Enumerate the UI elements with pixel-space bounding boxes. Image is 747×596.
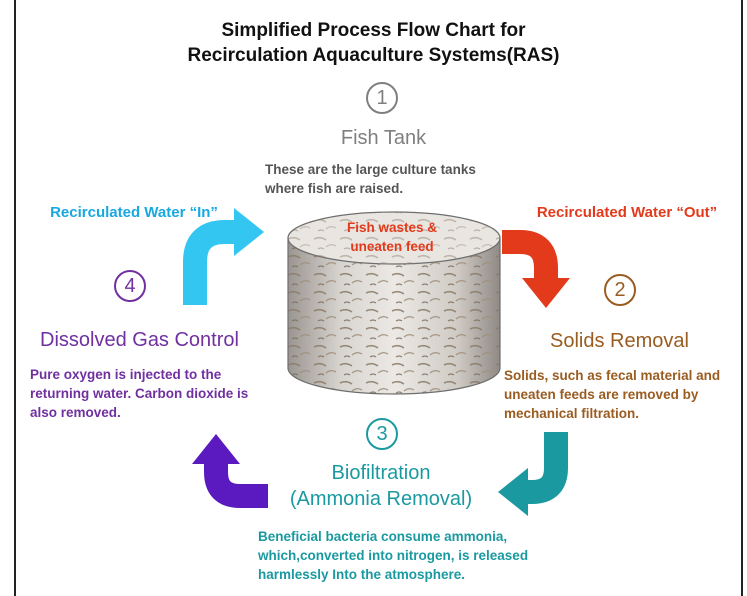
frame-left-border — [14, 0, 16, 596]
stage-2-description: Solids, such as fecal material and uneat… — [504, 368, 721, 421]
stage-4-description: Pure oxygen is injected to the returning… — [30, 367, 249, 420]
curved-arrow-teal — [498, 432, 568, 516]
stage-4-number: 4 — [114, 270, 146, 302]
stage-3-number: 3 — [366, 418, 398, 450]
title-line-1: Simplified Process Flow Chart for — [221, 20, 526, 41]
fish-wastes-label: Fish wastes & uneaten feed — [346, 220, 438, 254]
water-out-label: Recirculated Water “Out” — [536, 204, 718, 221]
fish-tank-image — [287, 211, 501, 395]
curved-arrow-in — [183, 208, 264, 305]
stage-3-description: Beneficial bacteria consume ammonia, whi… — [258, 529, 529, 582]
title-line-2: Recirculation Aquaculture Systems(RAS) — [187, 45, 560, 66]
stage-3-title: Biofiltration (Ammonia Removal) — [289, 462, 473, 510]
stage-1-title: Fish Tank — [340, 127, 427, 149]
stage-2-number: 2 — [604, 274, 636, 306]
frame-right-border — [741, 0, 743, 596]
stage-1-description: These are the large culture tanks where … — [265, 162, 476, 196]
stage-2-title: Solids Removal — [550, 330, 689, 352]
curved-arrow-purple — [192, 434, 268, 508]
stage-4-title: Dissolved Gas Control — [40, 329, 239, 351]
stage-1-number: 1 — [366, 82, 398, 114]
curved-arrow-out — [502, 230, 570, 308]
water-in-label: Recirculated Water “In” — [50, 204, 218, 221]
